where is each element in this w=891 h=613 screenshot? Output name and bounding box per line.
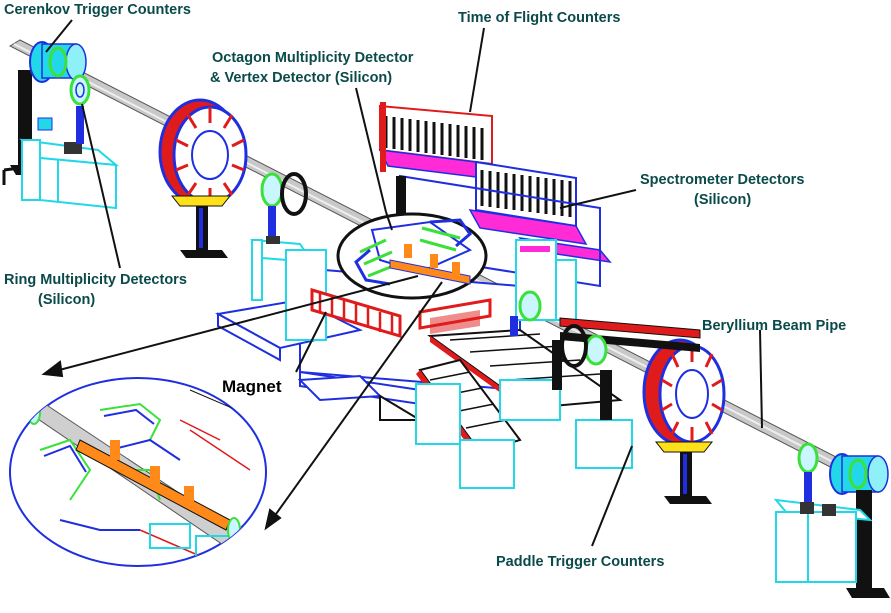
label-paddle: Paddle Trigger Counters <box>496 554 664 570</box>
label-ring-line1: Ring Multiplicity Detectors <box>4 272 187 288</box>
label-spectrometer-line1: Spectrometer Detectors <box>640 172 804 188</box>
paddle-counter-right <box>642 338 726 504</box>
label-cerenkov: Cerenkov Trigger Counters <box>4 2 191 18</box>
ring-detector-left <box>69 74 91 144</box>
label-octagon-line2: & Vertex Detector (Silicon) <box>210 70 392 86</box>
inset-detail <box>9 377 267 567</box>
callout-lines <box>41 19 763 547</box>
label-spectrometer-line2: (Silicon) <box>694 192 751 208</box>
rail-supports <box>415 340 633 489</box>
ring-detector-right <box>510 290 608 368</box>
label-beryllium: Beryllium Beam Pipe <box>702 318 846 334</box>
paddle-counter-left <box>158 98 248 258</box>
label-octagon-line1: Octagon Multiplicity Detector <box>212 50 414 66</box>
label-magnet: Magnet <box>222 377 282 396</box>
tof-wall-2 <box>468 160 612 264</box>
octagon-detector <box>336 212 488 300</box>
label-tof: Time of Flight Counters <box>458 10 620 26</box>
right-base <box>773 498 873 583</box>
label-ring-line2: (Silicon) <box>38 292 95 308</box>
spectrometer-rails <box>416 317 701 456</box>
